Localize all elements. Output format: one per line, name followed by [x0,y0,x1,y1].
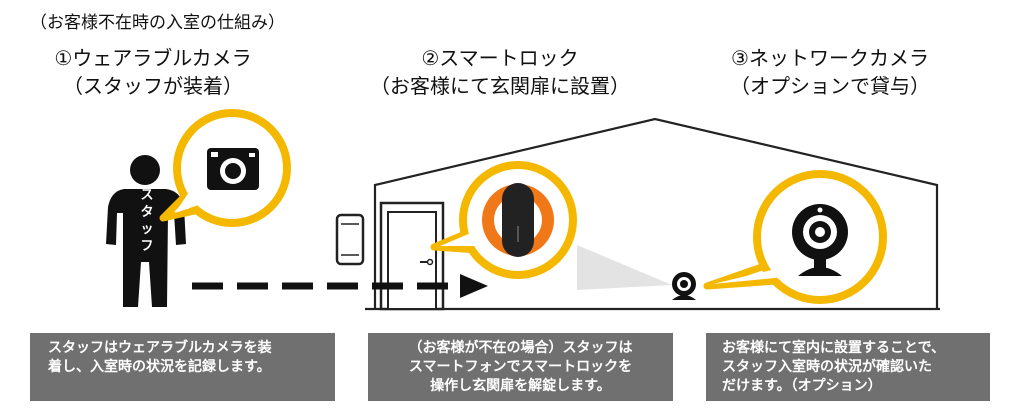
staff-label-char: ス [140,188,153,203]
small-webcam-icon [672,272,696,300]
caption-line: スマートフォンでスマートロックを [378,358,663,377]
caption-line: （お客様が不在の場合）スタッフは [378,339,663,358]
caption-line: だけます。（オプション） [722,377,980,396]
caption-line: お客様にて室内に設置することで、 [722,339,980,358]
staff-label-char: ッ [140,222,153,237]
caption-line: 着し、入室時の状況を記録します。 [48,358,325,377]
caption-line: スタッフはウェアラブルカメラを装 [48,339,325,358]
staff-label-char: フ [140,239,153,254]
smartphone-icon [337,215,363,264]
camera-view-cone [577,245,672,290]
door-icon [381,203,443,309]
caption-line: 操作し玄関扉を解錠します。 [378,377,663,396]
camera-icon [207,148,259,190]
caption-network-camera: お客様にて室内に設置することで、 スタッフ入室時の状況が確認いた だけます。（オ… [706,333,990,401]
caption-line: スタッフ入室時の状況が確認いた [722,358,980,377]
caption-smart-lock: （お客様が不在の場合）スタッフは スマートフォンでスマートロックを 操作し玄関扉… [368,333,673,401]
staff-label-char: タ [140,205,153,220]
caption-wearable-camera: スタッフはウェアラブルカメラを装 着し、入室時の状況を記録します。 [30,333,335,401]
